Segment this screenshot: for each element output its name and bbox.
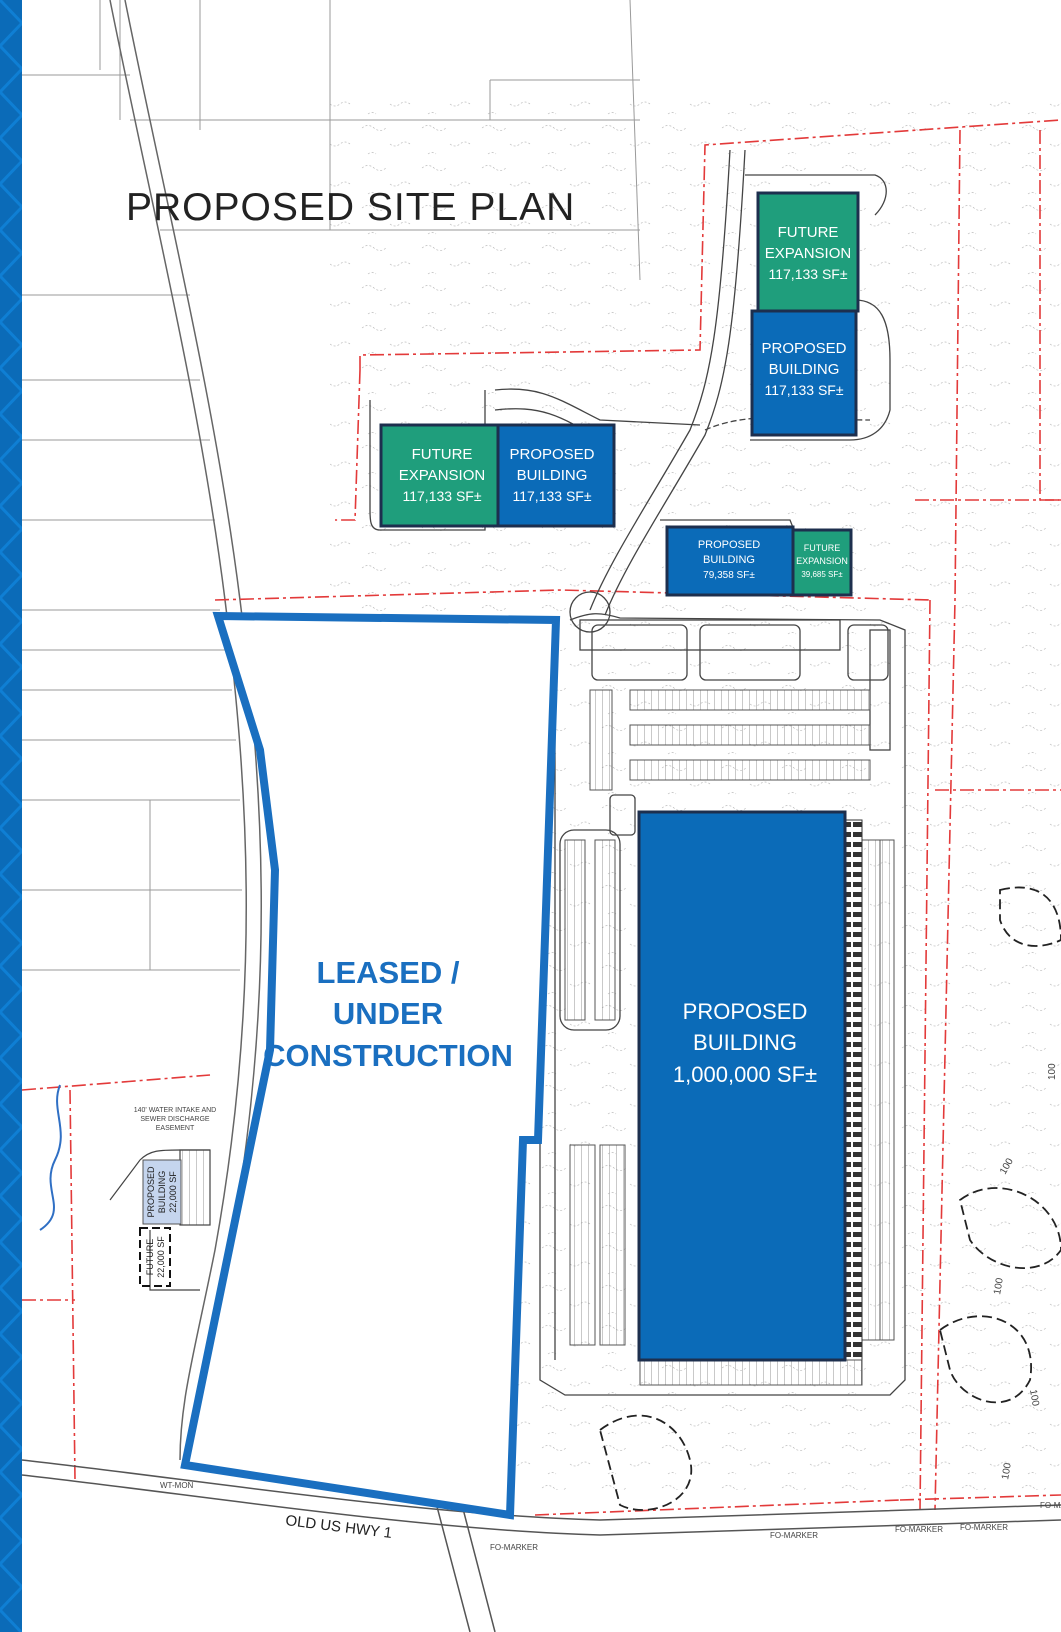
tiny-future-line1: FUTURE (145, 1239, 155, 1276)
fo-marker-label-3: FO-MARKER (895, 1525, 943, 1534)
small-building-line2: BUILDING (703, 554, 755, 566)
west-building-line1: PROPOSED (509, 446, 594, 463)
west-expansion-line3: 117,133 SF± (402, 488, 481, 504)
west-expansion-line2: EXPANSION (399, 467, 485, 484)
small-expansion-line1: FUTURE (804, 543, 841, 553)
west-building-line3: 117,133 SF± (512, 488, 591, 504)
main-building-line2: BUILDING (693, 1030, 797, 1055)
west-future-expansion (379, 423, 500, 528)
tiny-building-line2: BUILDING (157, 1171, 167, 1214)
contour-label-1: 100 (1047, 1063, 1058, 1080)
parcel-lines (22, 0, 641, 971)
tiny-future-line2: 22,000 SF (156, 1236, 166, 1278)
fo-marker-label-2: FO-MARKER (770, 1531, 818, 1540)
small-building-line1: PROPOSED (698, 539, 760, 551)
contour-lines (598, 886, 1061, 1511)
west-building-line2: BUILDING (517, 467, 588, 484)
leased-label-line1: LEASED / (317, 955, 460, 990)
small-expansion-line2: EXPANSION (796, 556, 848, 566)
tiny-building-line1: PROPOSED (146, 1166, 156, 1218)
page-title: PROPOSED SITE PLAN (126, 186, 575, 229)
leased-parcel (180, 611, 561, 1520)
wt-mon-label: WT-MON (160, 1481, 194, 1490)
easement-note-line1: 140' WATER INTAKE AND (134, 1107, 217, 1114)
road-label: OLD US HWY 1 (285, 1512, 394, 1542)
small-expansion-line3: 39,685 SF± (801, 570, 843, 579)
tiny-proposed-building (142, 1159, 182, 1225)
stream (39, 1084, 62, 1231)
small-building-line3: 79,358 SF± (703, 570, 755, 581)
north-expansion-line3: 117,133 SF± (768, 266, 847, 282)
north-expansion-line1: FUTURE (778, 224, 839, 241)
tiny-future-label: FUTURE 22,000 SF (145, 1236, 166, 1278)
fo-marker-label-5: FO-MARKER (1040, 1501, 1061, 1510)
west-expansion-line1: FUTURE (412, 446, 473, 463)
tiny-building-line3: 22,000 SF (168, 1171, 178, 1213)
contour-label-4: 100 (1027, 1389, 1041, 1408)
main-building-line1: PROPOSED (683, 999, 808, 1024)
north-expansion-line2: EXPANSION (765, 245, 851, 262)
tiny-future-outline (139, 1227, 171, 1287)
easement-note-line2: SEWER DISCHARGE (140, 1116, 210, 1123)
left-decorative-band (0, 0, 22, 1632)
main-building-label: PROPOSED BUILDING 1,000,000 SF± (673, 999, 817, 1087)
property-boundary (21, 119, 1061, 1516)
western-road (109, 0, 247, 1461)
north-building-line1: PROPOSED (761, 340, 846, 357)
contour-label-3: 100 (992, 1277, 1006, 1296)
tiny-building-label: PROPOSED BUILDING 22,000 SF (146, 1166, 178, 1218)
north-future-expansion (756, 191, 860, 313)
small-future-expansion (791, 528, 853, 597)
fo-marker-label-1: FO-MARKER (490, 1543, 538, 1552)
fo-marker-label-4: FO-MARKER (960, 1523, 1008, 1532)
leased-label-line2: UNDER (333, 996, 443, 1031)
north-building-line2: BUILDING (769, 361, 840, 378)
north-proposed-building (750, 309, 858, 437)
main-building (637, 810, 847, 1362)
contour-label-5: 100 (1000, 1462, 1014, 1481)
southwest-site (109, 1149, 211, 1291)
easement-note-line3: EASEMENT (156, 1125, 195, 1132)
north-building-line3: 117,133 SF± (764, 382, 843, 398)
leased-label: LEASED / UNDER CONSTRUCTION (263, 955, 513, 1073)
leased-label-line3: CONSTRUCTION (263, 1038, 513, 1073)
main-building-line3: 1,000,000 SF± (673, 1062, 817, 1087)
west-proposed-building (496, 423, 616, 528)
small-proposed-building (665, 525, 795, 597)
